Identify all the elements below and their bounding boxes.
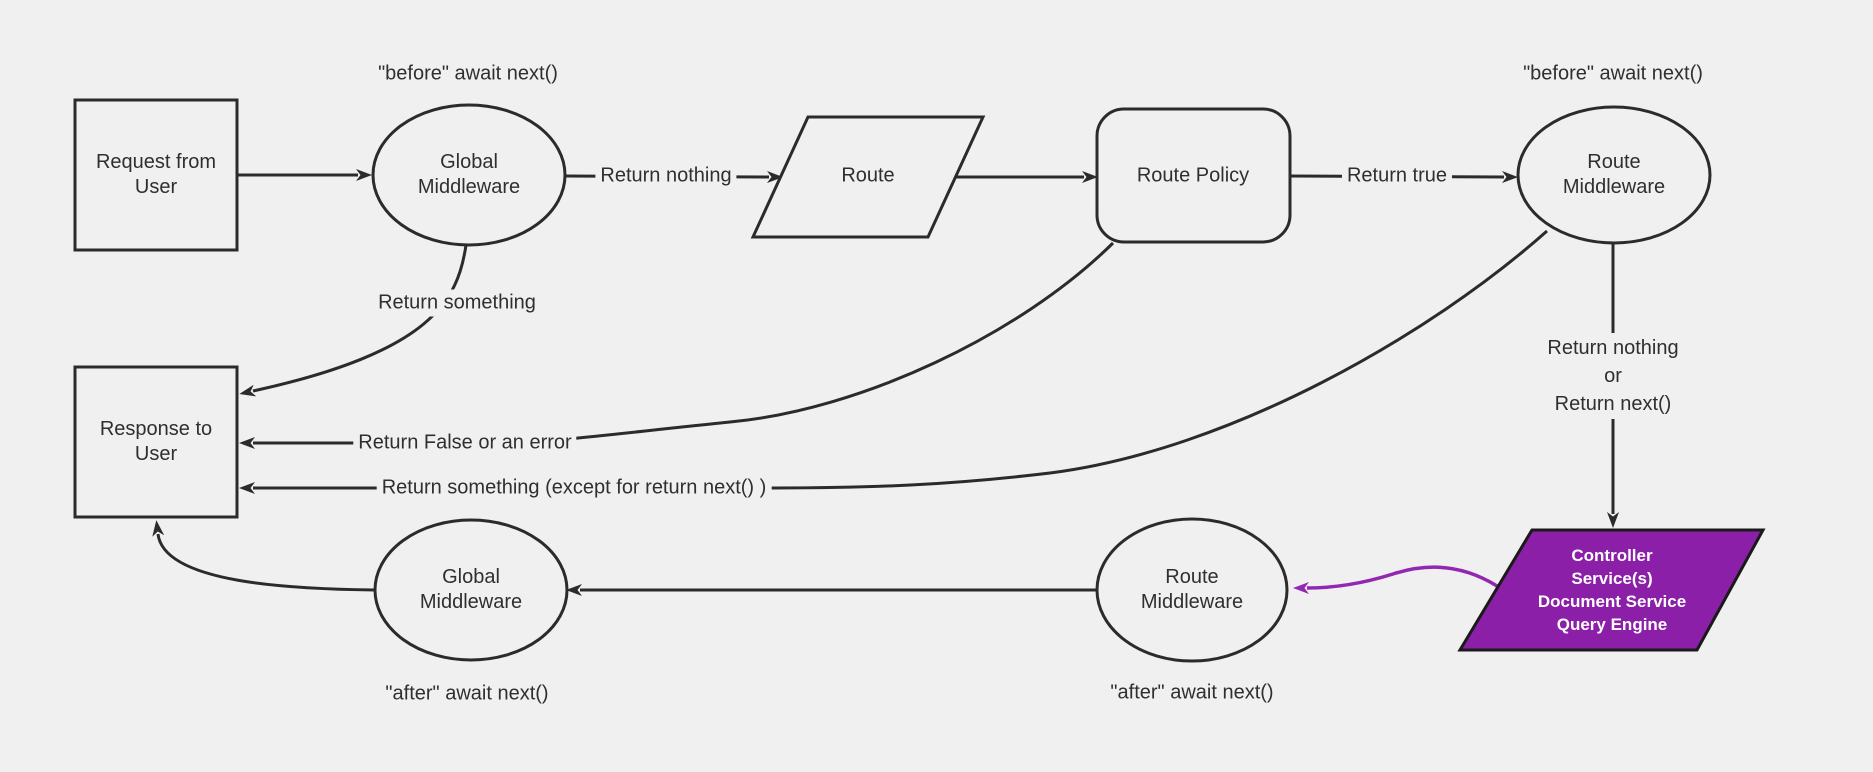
edge-global-middleware-to-response	[239, 244, 468, 397]
route-middleware-bottom-node-label: Route Middleware	[1140, 566, 1244, 613]
annotation-after-await-left: "after" await next()	[385, 682, 549, 705]
response-node-shape	[73, 365, 239, 519]
controller-node-shape	[1457, 528, 1766, 652]
annotation-after-await-right: "after" await next()	[1110, 681, 1274, 704]
edge-label-return-true: Return true	[1341, 162, 1453, 190]
route-policy-node-label: Route Policy	[1136, 164, 1250, 187]
edge-global-middleware-bottom-to-response	[152, 520, 376, 592]
edge-label-return-false-or-error: Return False or an error	[353, 429, 577, 457]
request-node-shape	[73, 98, 239, 252]
global-middleware-top-node-shape	[371, 103, 567, 247]
route-middleware-top-node-shape	[1516, 105, 1712, 245]
edge-label-return-nothing: Return nothing	[595, 162, 737, 190]
controller-node-label: Controller Service(s) Document Service Q…	[1537, 546, 1687, 634]
route-middleware-top-node-label: Route Middleware	[1562, 151, 1666, 198]
response-node-label: Response to User	[99, 418, 213, 465]
route-node-shape	[750, 115, 986, 239]
edge-route-middleware-to-response	[239, 229, 1548, 494]
route-node-label: Route	[841, 164, 895, 187]
global-middleware-bottom-node-label: Global Middleware	[419, 566, 523, 613]
edge-label-return-something-except: Return something (except for return next…	[376, 474, 772, 502]
global-middleware-bottom-node-shape	[373, 518, 569, 662]
request-node-label: Request from User	[95, 151, 217, 198]
edge-controller-to-route-middleware-bottom	[1293, 565, 1498, 594]
edge-label-return-nothing-or-next: Return nothing or Return next()	[1542, 333, 1684, 419]
global-middleware-top-node-label: Global Middleware	[417, 151, 521, 198]
edge-label-return-something: Return something	[373, 289, 541, 317]
route-policy-node-shape	[1095, 107, 1292, 244]
route-middleware-bottom-node-shape	[1095, 517, 1289, 663]
annotation-before-await-left: "before" await next()	[378, 62, 558, 85]
edge-route-policy-to-response	[239, 241, 1115, 449]
annotation-before-await-right: "before" await next()	[1523, 62, 1703, 85]
